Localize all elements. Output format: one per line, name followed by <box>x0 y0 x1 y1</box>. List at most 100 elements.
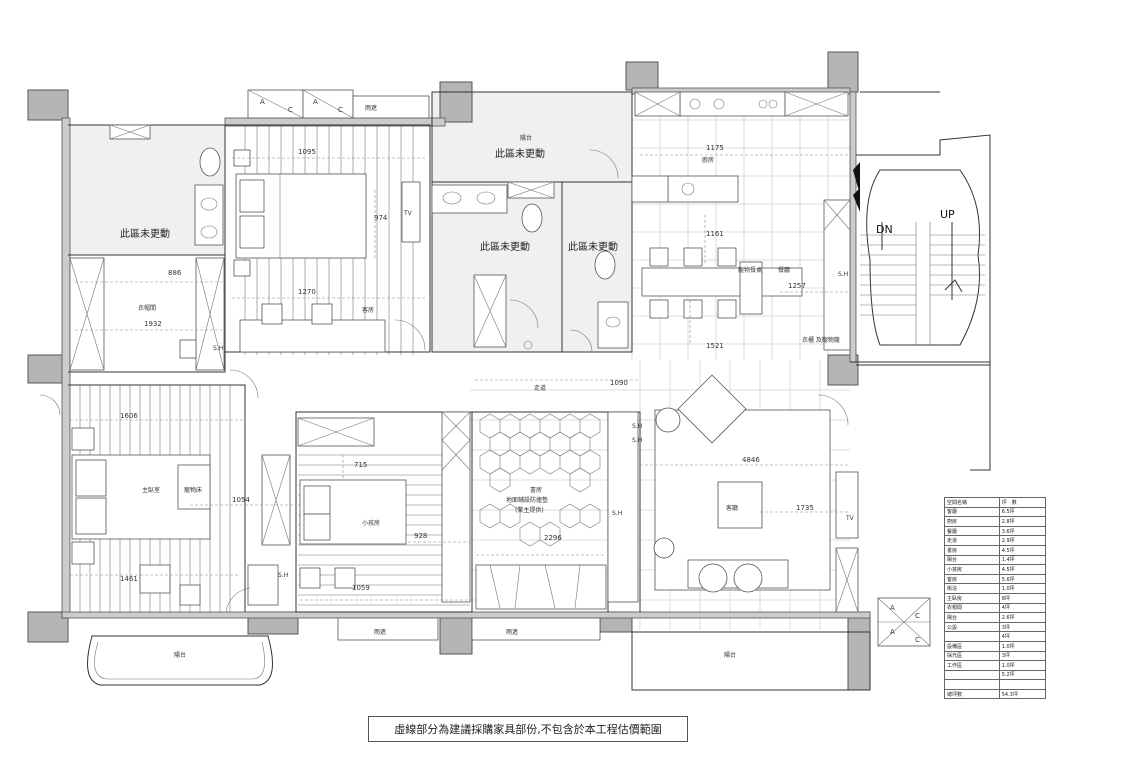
sh-label-6: S.H <box>278 572 288 579</box>
balcony-top-label: 陽台 <box>520 134 532 142</box>
dim-1090: 1090 <box>610 379 628 387</box>
area-table-space-cell: 空間名稱 <box>944 497 1000 508</box>
ac-a-label-2: A <box>313 98 318 106</box>
guest-tv-label: TV <box>403 210 413 217</box>
dim-1521: 1521 <box>706 342 724 350</box>
sh-label-5: S.H <box>612 510 622 517</box>
area-table-size-cell: 2.8坪 <box>998 516 1047 527</box>
stair-well: DN UP <box>853 134 991 366</box>
pet-dining-label: 寵物餐桌 <box>738 266 762 274</box>
area-table-space-cell: 走道 <box>944 535 1000 546</box>
area-table-size-cell: 3坪 <box>998 650 1047 662</box>
area-table-size-cell: 6.5坪 <box>998 506 1047 518</box>
balcony-left-label: 陽台 <box>174 651 186 659</box>
unchanged-mid-label: 此區未更動 <box>480 240 530 253</box>
dim-1095: 1095 <box>298 148 316 156</box>
dim-1059: 1059 <box>352 584 370 592</box>
area-table-size-cell: 5.6坪 <box>998 573 1047 585</box>
living-tv-label: TV <box>845 515 855 522</box>
dim-974: 974 <box>374 214 388 222</box>
hex-floor-study <box>479 413 601 547</box>
dim-715: 715 <box>354 461 367 469</box>
area-table-size-cell: 5.2坪 <box>998 669 1047 681</box>
area-table-size-cell: 1.0坪 <box>998 583 1047 594</box>
area-table-row <box>944 679 1047 690</box>
ac-c-label-1: C <box>288 106 293 114</box>
dining-table <box>641 247 803 319</box>
rain-cover-top-label: 雨遮 <box>365 104 377 112</box>
balcony-right-label: 陽台 <box>724 651 736 659</box>
area-table-space-cell <box>944 679 1000 690</box>
area-table-space-cell: 總坪數 <box>944 688 1000 700</box>
ac-units-top: A C A C 雨遮 <box>247 89 430 119</box>
area-table-size-cell: 3坪 <box>998 621 1047 633</box>
wardrobe-pet-cage-label: 衣櫃 及寵物籠 <box>802 336 840 344</box>
ac-c-label-4: C <box>915 636 920 644</box>
area-table-space-cell: 客房 <box>944 573 1000 585</box>
area-table-space-cell: 陽台 <box>944 554 1000 566</box>
area-table-space-cell <box>944 631 1000 642</box>
dim-1161: 1161 <box>706 230 724 238</box>
area-table-size-cell: 4.5坪 <box>998 564 1047 575</box>
area-table-size-cell <box>998 679 1047 690</box>
guest-bed: TV <box>233 149 421 353</box>
bathroom-fixtures <box>109 124 629 350</box>
ac-unit-right: A C A C <box>877 597 931 647</box>
area-table-size-cell: 4.5坪 <box>998 544 1047 556</box>
dimension-labels: 1095 974 1175 1161 1257 886 1932 1270 15… <box>120 144 814 592</box>
study-label: 書房 <box>530 486 542 494</box>
area-table-header: 空間名稱坪 數 <box>944 497 1047 508</box>
corridor-label: 走道 <box>534 384 546 392</box>
room-labels: 陽台 此區未更動 此區未更動 此區未更動 此區未更動 廚房 客房 衣帽間 寵物餐… <box>120 134 848 659</box>
sh-label-2: S.H <box>838 271 848 278</box>
caption: 虛線部分為建議採購家具部份,不包含於本工程估價範圍 <box>368 716 688 742</box>
area-table-size-cell: 2.6坪 <box>998 612 1047 623</box>
area-table-space-cell: 主臥房 <box>944 592 1000 604</box>
balcony-right <box>337 617 871 691</box>
living-furniture: TV <box>653 374 859 613</box>
dim-2296: 2296 <box>544 534 562 542</box>
area-table-space-cell: 陽台 <box>944 612 1000 623</box>
dim-1054: 1054 <box>232 496 250 504</box>
ac-c-label-2: C <box>338 106 343 114</box>
living-room-label: 客廳 <box>726 504 738 512</box>
area-table-size-cell: 2.9坪 <box>998 535 1047 546</box>
kitchen-counter <box>634 91 849 117</box>
area-table-size-cell: 1.0坪 <box>998 660 1047 671</box>
rain-cover-bottom-2-label: 雨遮 <box>506 628 518 636</box>
dim-928: 928 <box>414 532 427 540</box>
study-floor-note-1: 地面鋪設防撞墊 <box>506 496 548 504</box>
area-table-space-cell: 採光區 <box>944 650 1000 662</box>
wardrobe-label: 衣帽間 <box>138 304 156 312</box>
ac-a-label-4: A <box>890 628 895 636</box>
ac-a-label-1: A <box>260 98 265 106</box>
kids-room-label: 小孩房 <box>362 519 380 527</box>
area-table-size-cell: 54.3坪 <box>998 688 1047 700</box>
stair-down-label: DN <box>876 223 893 236</box>
area-table-space-cell: 設備區 <box>944 640 1000 652</box>
area-table-size-cell: 3.6坪 <box>998 525 1047 537</box>
ac-a-label-3: A <box>890 604 895 612</box>
stair-up-label: UP <box>940 208 955 221</box>
area-table-space-cell: 小孩房 <box>944 564 1000 575</box>
area-table-size-cell: 1.4坪 <box>998 554 1047 566</box>
balcony-left <box>87 635 273 686</box>
study-furniture <box>475 411 639 610</box>
sh-label-4: S.H <box>632 437 642 444</box>
area-table-space-cell: 公設 <box>944 621 1000 633</box>
study-floor-note-2: (業主提供) <box>515 506 544 514</box>
